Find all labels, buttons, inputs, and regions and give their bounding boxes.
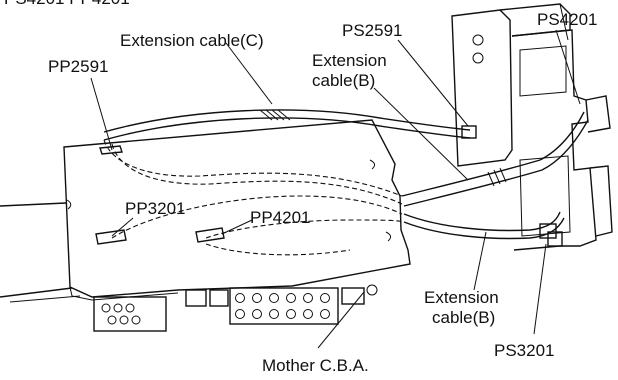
label-extension-b-top-line2: cable(B)	[312, 71, 375, 90]
leader-lines	[90, 29, 581, 349]
connector-jacks	[235, 293, 330, 319]
label-extension-b-top-line1: Extension	[312, 51, 387, 70]
dashed-routing	[103, 139, 405, 256]
label-extension-b-bottom-line1: Extension	[424, 288, 499, 307]
label-extension-cable-c: Extension cable(C)	[120, 31, 264, 50]
labels: PS4201 PP4201 Extension cable(C) PP2591 …	[4, 0, 598, 375]
label-ps2591: PS2591	[342, 21, 403, 40]
board-components	[93, 284, 378, 332]
label-extension-b-bottom-line2: cable(B)	[432, 308, 495, 327]
label-ps4201: PS4201	[537, 10, 598, 29]
label-pp4201: PP4201	[250, 208, 311, 227]
label-pp3201: PP3201	[125, 199, 186, 218]
label-pp2591: PP2591	[48, 57, 109, 76]
label-top-cut: PS4201 PP4201	[4, 0, 130, 8]
mother-board	[0, 119, 411, 303]
board-connectors	[95, 145, 225, 245]
label-mother-cba: Mother C.B.A.	[262, 356, 369, 375]
right-bracket	[451, 3, 613, 251]
label-ps3201: PS3201	[494, 341, 555, 360]
cables	[103, 109, 589, 240]
